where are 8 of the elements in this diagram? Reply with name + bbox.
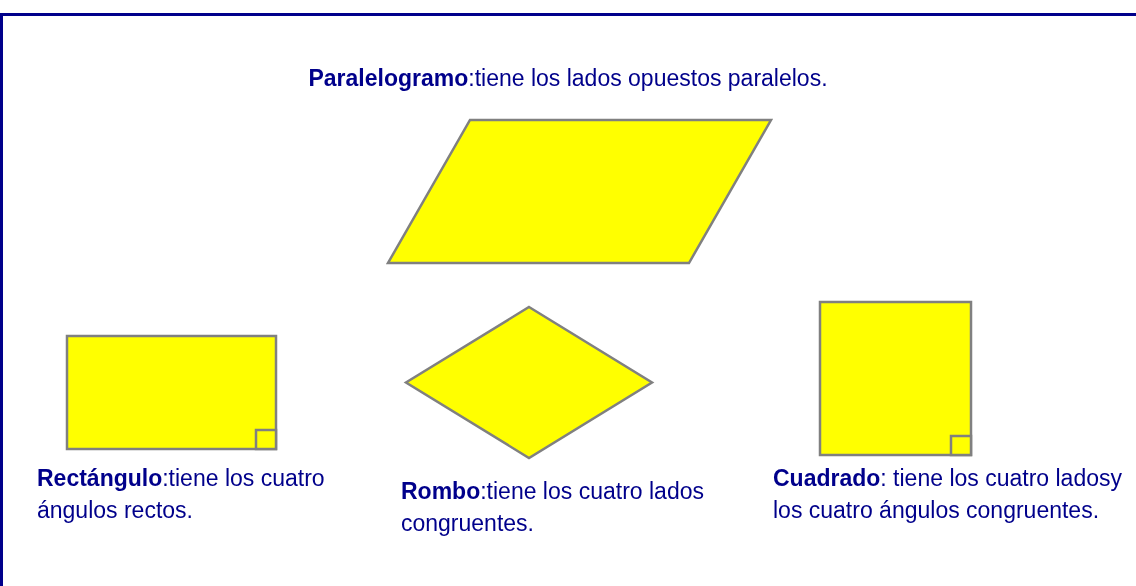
shape-caption: Rectángulo:tiene los cuatro ángulos rectos.	[37, 464, 326, 525]
parallelogram-drawing	[388, 120, 771, 263]
rhombus-drawing	[406, 307, 652, 458]
rectangle-drawing	[820, 302, 971, 455]
shape-caption: Cuadrado: tiene los cuatro ladosy los cuatro ángulos congruentes.	[773, 464, 1123, 525]
rectangle-drawing	[67, 336, 276, 449]
shape-caption: Paralelogramo:tiene los lados opuestos paralelos.	[307, 64, 829, 93]
shape-caption: Rombo:tiene los cuatro lados congruentes.	[401, 477, 705, 538]
